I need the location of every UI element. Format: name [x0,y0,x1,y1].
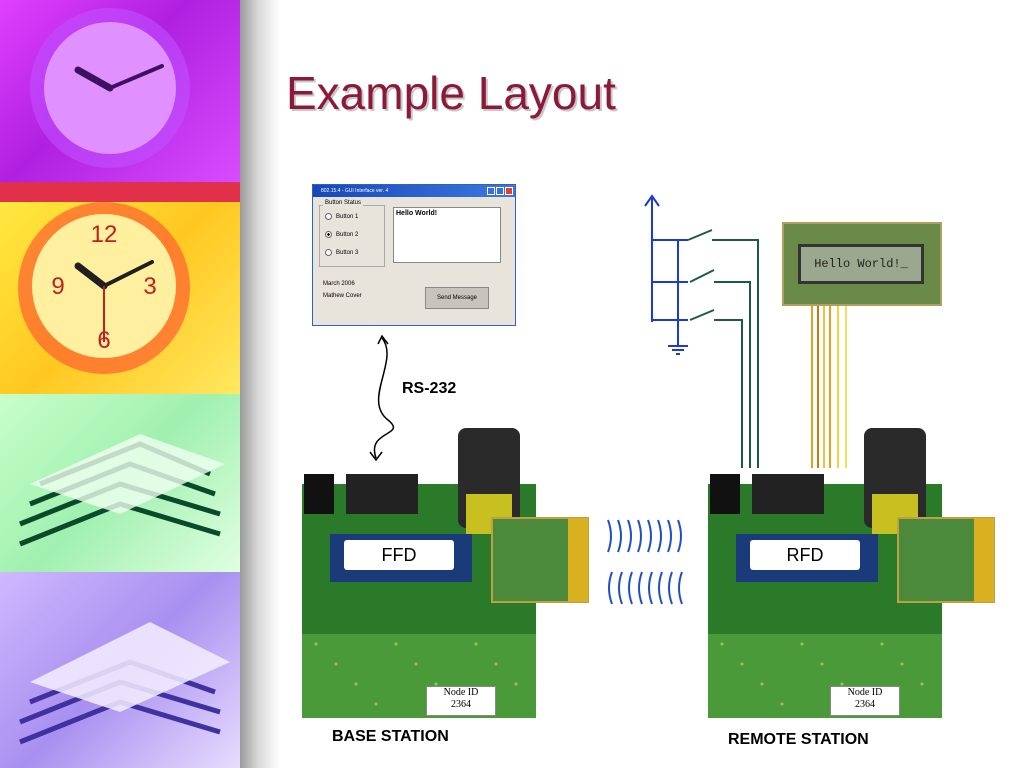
radio-selected-icon [325,231,332,238]
rs232-arrow [373,337,395,459]
lcd-wires [811,302,847,468]
lcd-module: Hello World!_ [782,222,942,306]
rs232-arrowhead-top [377,334,389,345]
node-id-heading: Node ID [443,687,479,698]
ffd-chip-label: FFD [344,540,454,570]
radio-button-3[interactable]: Button 3 [325,249,358,256]
strip-shadow [240,0,280,768]
send-message-button[interactable]: Send Message [425,287,489,309]
svg-text:12: 12 [91,221,118,248]
radio-waves [607,519,683,605]
radio-button-2[interactable]: Button 2 [325,231,358,238]
message-textbox[interactable]: Hello World! [393,207,501,263]
svg-text:3: 3 [143,273,156,300]
radio-icon [325,249,332,256]
radio-icon [325,213,332,220]
books-image-purple [0,572,240,768]
radio-button-1[interactable]: Button 1 [325,213,358,220]
date-label: March 2006 [323,281,355,287]
switch-source-lines [644,194,688,355]
svg-text:9: 9 [51,273,64,300]
lcd-screen: Hello World!_ [798,244,924,284]
gui-interface-window: 802.15.4 - GUI Interface ver. 4 Button S… [312,184,516,326]
node-id-value: 2364 [855,699,875,710]
base-station-caption: BASE STATION [332,728,449,745]
switch-wires [687,229,759,468]
maximize-icon[interactable] [496,187,504,195]
clock-image-purple [0,0,240,182]
remote-station-board: RFD Node ID 2364 [702,424,1002,718]
node-id-heading: Node ID [847,687,883,698]
base-station-board: FFD Node ID 2364 [296,424,596,718]
remote-station-caption: REMOTE STATION [728,731,869,748]
minimize-icon[interactable] [487,187,495,195]
node-id-value: 2364 [451,699,471,710]
clock-image-yellow: 12369 [0,202,240,394]
base-node-id-label: Node ID 2364 [426,686,496,716]
books-image-green [0,394,240,572]
author-label: Mathew Cover [323,293,362,299]
close-icon[interactable] [505,187,513,195]
rfd-chip-label: RFD [750,540,860,570]
gui-window-title: 802.15.4 - GUI Interface ver. 4 [313,185,515,197]
decorative-side-strip: 12369 [0,0,240,768]
button-status-label: Button Status [323,200,364,206]
rs232-label: RS-232 [402,380,457,397]
slide-title: Example Layout [286,67,616,119]
remote-node-id-label: Node ID 2364 [830,686,900,716]
window-controls [487,187,513,195]
divider-bar [0,182,240,202]
rs232-arrowhead-bottom [369,451,383,462]
